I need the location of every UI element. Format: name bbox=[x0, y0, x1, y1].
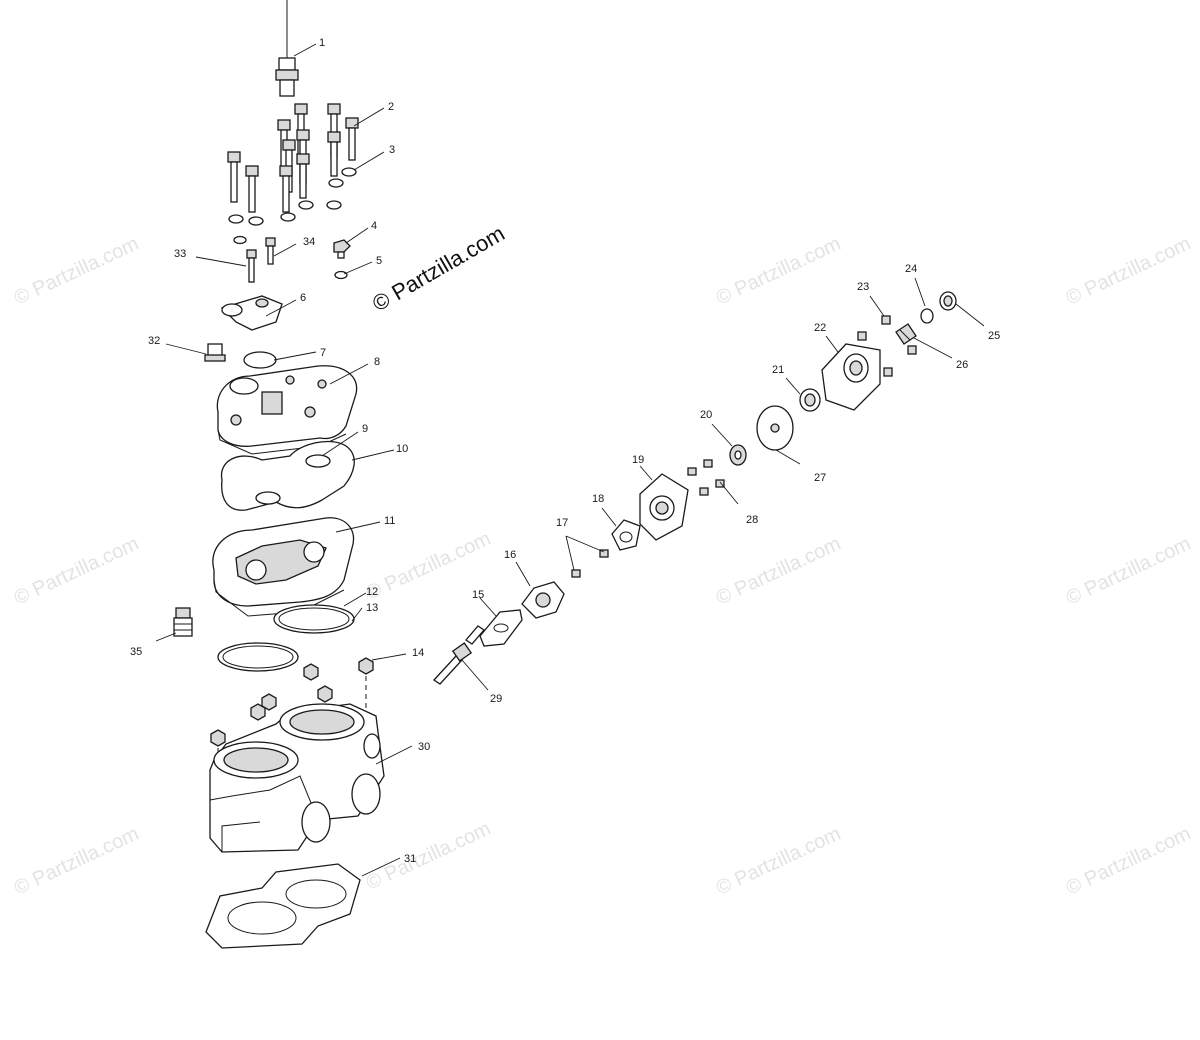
label-part-10: 10 bbox=[396, 443, 408, 455]
part-32-thermostat bbox=[204, 343, 226, 362]
label-part-25: 25 bbox=[988, 330, 1000, 342]
part-number-labels: 1 2 3 4 5 6 7 8 9 10 11 12 13 14 15 16 1… bbox=[130, 37, 1000, 865]
label-part-26: 26 bbox=[956, 359, 968, 371]
part-1-sensor bbox=[275, 0, 299, 97]
watermark: © Partzilla.com bbox=[1063, 823, 1194, 900]
label-part-13: 13 bbox=[366, 602, 378, 614]
watermark: © Partzilla.com bbox=[1063, 233, 1194, 310]
part-18-gasket bbox=[611, 519, 641, 551]
part-8-cylinder-head bbox=[216, 365, 358, 455]
label-part-16: 16 bbox=[504, 549, 516, 561]
label-part-34: 34 bbox=[303, 236, 315, 248]
label-part-17: 17 bbox=[556, 517, 568, 529]
part-11-head-cover bbox=[212, 517, 355, 617]
label-part-29: 29 bbox=[490, 693, 502, 705]
part-12-13-gaskets bbox=[217, 604, 355, 672]
label-part-8: 8 bbox=[374, 356, 380, 368]
label-part-5: 5 bbox=[376, 255, 382, 267]
label-part-32: 32 bbox=[148, 335, 160, 347]
label-part-27: 27 bbox=[814, 472, 826, 484]
label-part-12: 12 bbox=[366, 586, 378, 598]
part-29-shaft bbox=[433, 625, 485, 685]
part-7-o-ring bbox=[243, 351, 277, 369]
watermark-main: © Partzilla.com bbox=[368, 221, 509, 317]
leader-lines bbox=[155, 43, 985, 877]
part-6-outlet bbox=[220, 295, 283, 331]
label-part-30: 30 bbox=[418, 741, 430, 753]
part-24-25-cap bbox=[920, 291, 957, 324]
watermark: © Partzilla.com bbox=[713, 823, 844, 900]
part-28-screws bbox=[687, 459, 725, 496]
part-35-fitting bbox=[173, 607, 193, 637]
label-part-4: 4 bbox=[371, 220, 377, 232]
part-2-bolts bbox=[227, 103, 359, 213]
label-part-23: 23 bbox=[857, 281, 869, 293]
watermark: © Partzilla.com bbox=[1063, 533, 1194, 610]
part-15-gasket bbox=[479, 609, 523, 647]
part-3-washers bbox=[228, 167, 357, 245]
watermark: © Partzilla.com bbox=[11, 233, 142, 310]
label-part-15: 15 bbox=[472, 589, 484, 601]
label-part-24: 24 bbox=[905, 263, 917, 275]
label-part-28: 28 bbox=[746, 514, 758, 526]
label-part-14: 14 bbox=[412, 647, 424, 659]
watermark: © Partzilla.com bbox=[11, 533, 142, 610]
watermark: © Partzilla.com bbox=[713, 233, 844, 310]
part-30-cylinder-block bbox=[209, 703, 385, 853]
label-part-1: 1 bbox=[319, 37, 325, 49]
watermark: © Partzilla.com bbox=[713, 533, 844, 610]
label-part-11: 11 bbox=[384, 515, 395, 527]
part-16-pump-housing bbox=[521, 581, 565, 619]
label-part-2: 2 bbox=[388, 101, 394, 113]
label-part-22: 22 bbox=[814, 322, 826, 334]
label-part-31: 31 bbox=[404, 853, 416, 865]
label-part-33: 33 bbox=[174, 248, 186, 260]
label-part-21: 21 bbox=[772, 364, 784, 376]
label-part-20: 20 bbox=[700, 409, 712, 421]
part-19-plate bbox=[639, 473, 689, 541]
watermark: © Partzilla.com bbox=[363, 818, 494, 895]
part-20-impeller bbox=[729, 444, 747, 466]
part-9-10-head-seal bbox=[220, 440, 355, 511]
label-part-6: 6 bbox=[300, 292, 306, 304]
label-part-35: 35 bbox=[130, 646, 142, 658]
part-27-cover bbox=[756, 405, 794, 451]
label-part-9: 9 bbox=[362, 423, 368, 435]
part-26-spring bbox=[895, 323, 917, 345]
watermark-layer: © Partzilla.com © Partzilla.com © Partzi… bbox=[11, 233, 1194, 900]
label-part-18: 18 bbox=[592, 493, 604, 505]
part-17-screws bbox=[571, 549, 609, 578]
part-23-screws bbox=[857, 315, 917, 377]
part-33-34-bolts bbox=[246, 237, 276, 283]
part-21-seal bbox=[799, 388, 821, 412]
watermark: © Partzilla.com bbox=[11, 823, 142, 900]
part-22-pump-cover bbox=[821, 343, 881, 411]
part-31-base-gasket bbox=[205, 863, 361, 949]
label-part-19: 19 bbox=[632, 454, 644, 466]
label-part-3: 3 bbox=[389, 144, 395, 156]
label-part-7: 7 bbox=[320, 347, 326, 359]
